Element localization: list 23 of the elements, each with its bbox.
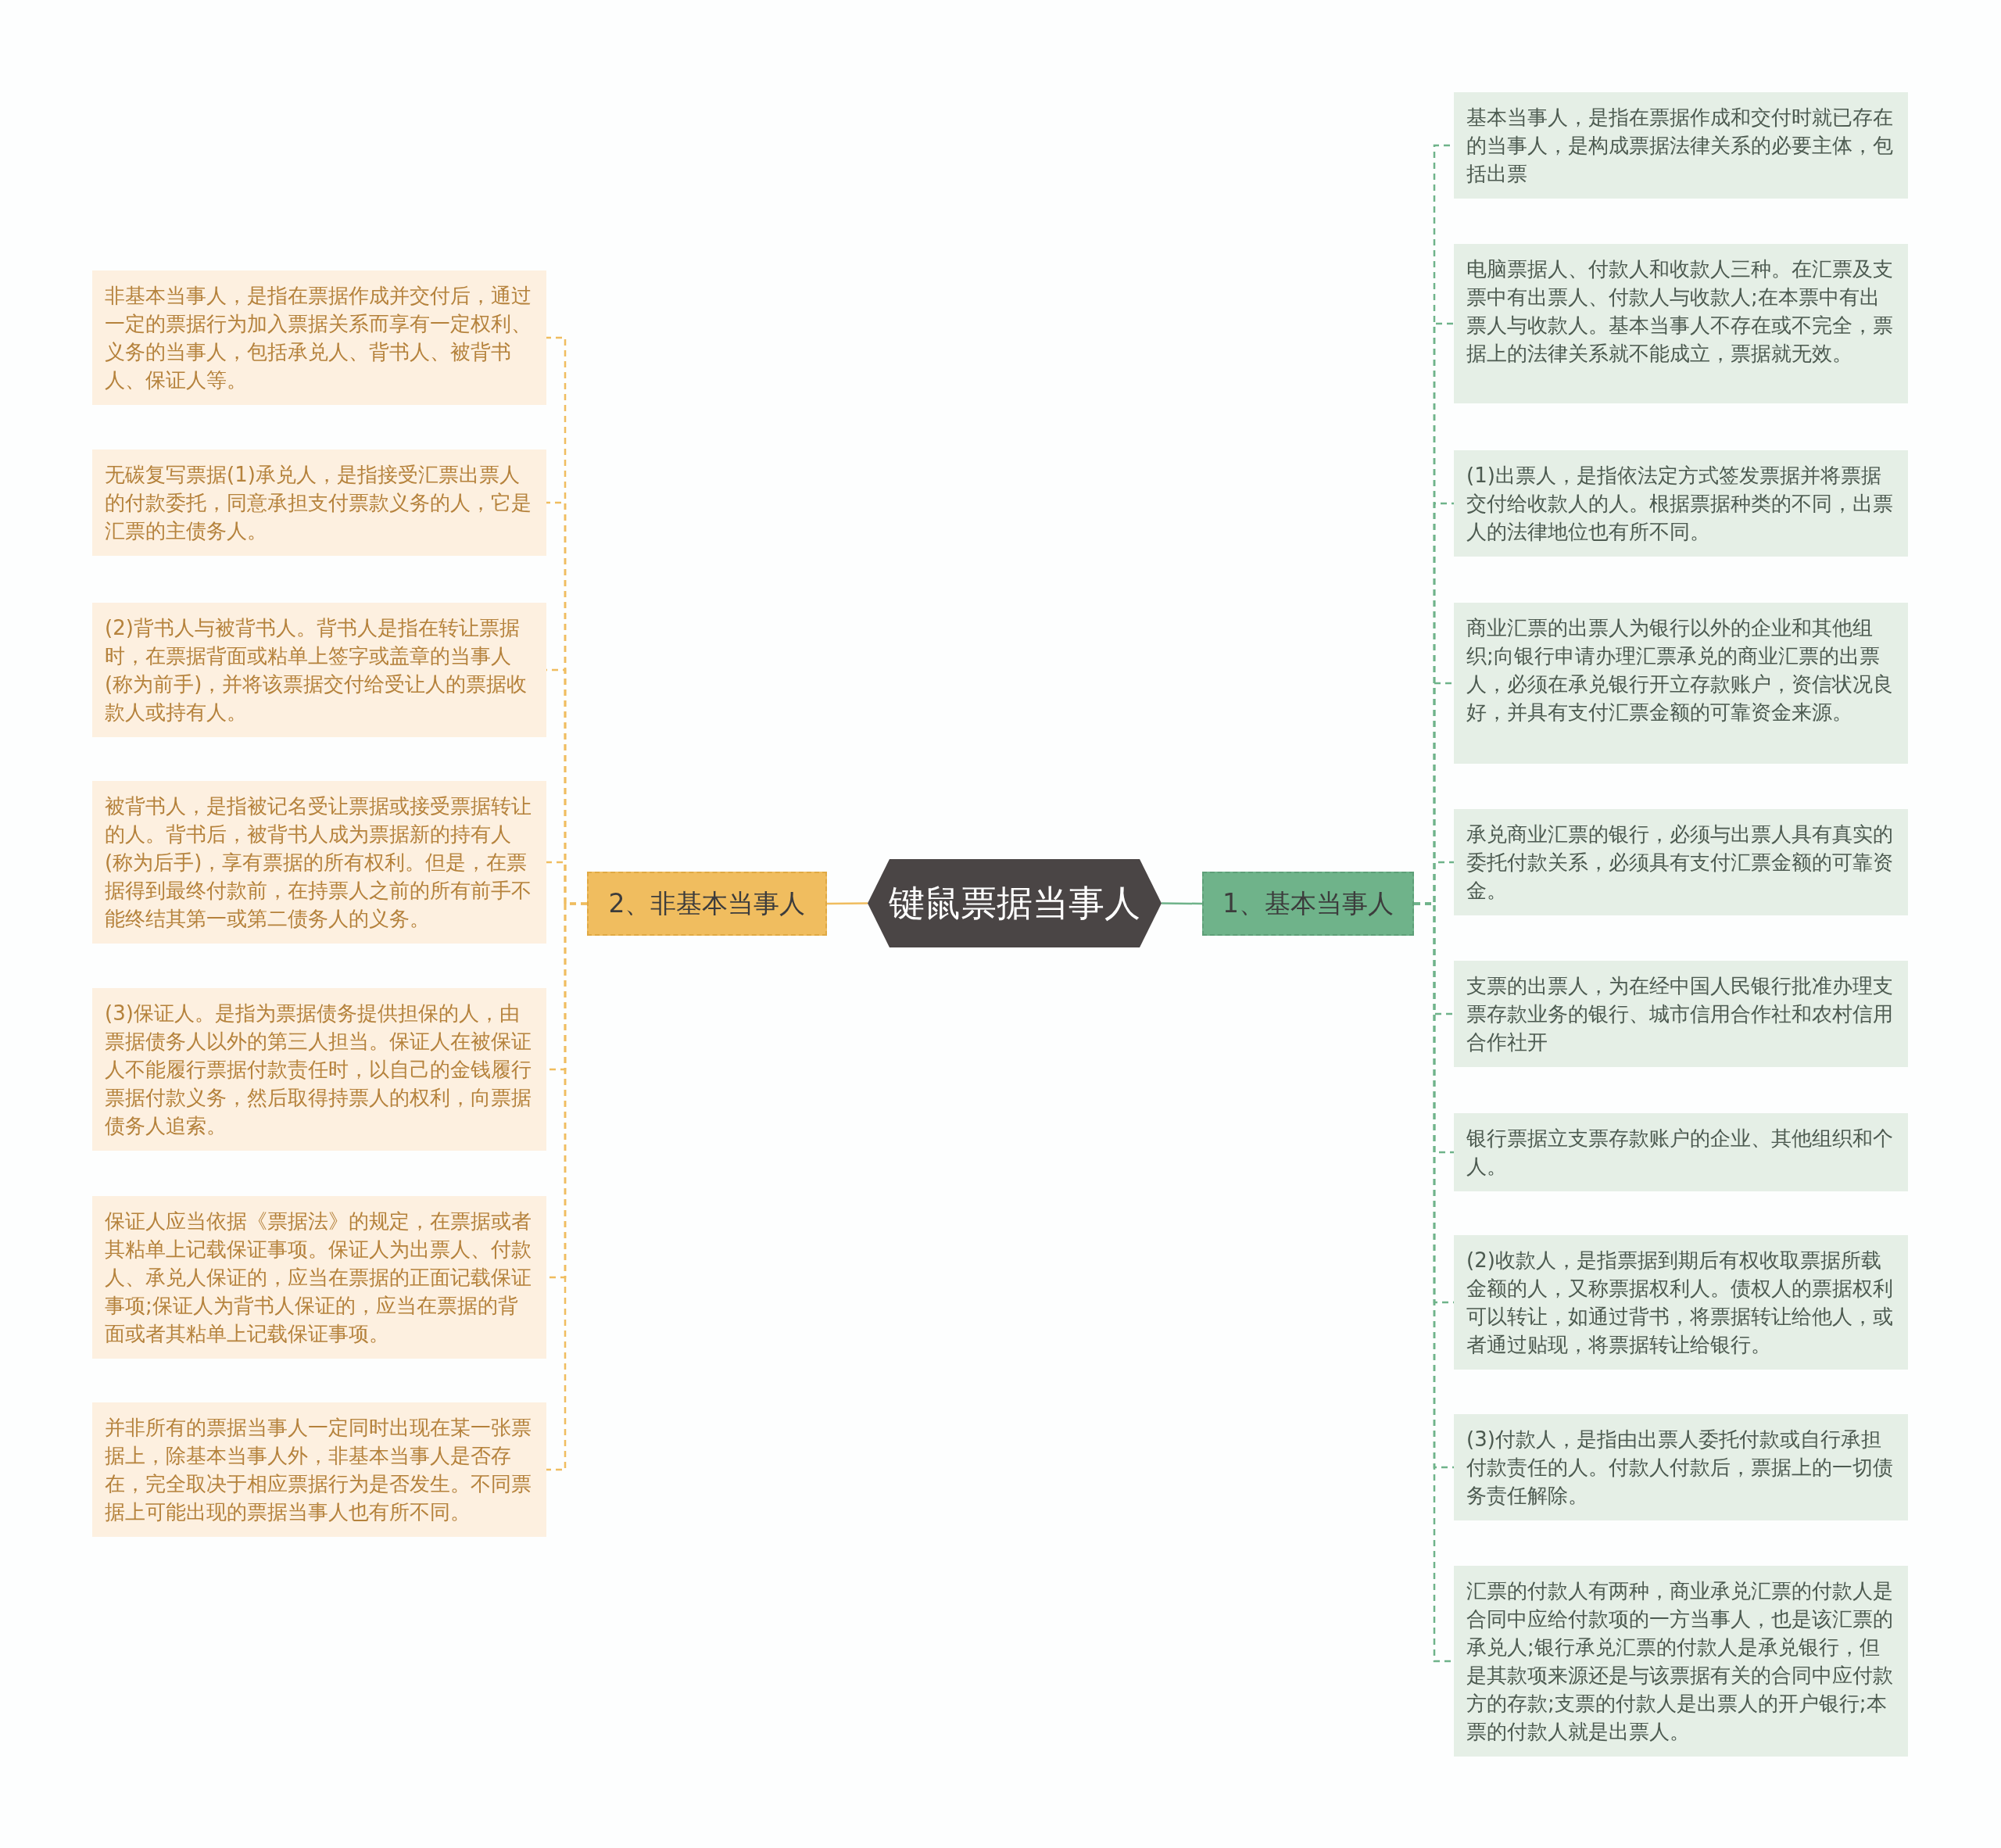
note-box: 被背书人，是指被记名受让票据或接受票据转让的人。背书后，被背书人成为票据新的持有人(称为后手)，享有票据的所有权利。但是，在票据得到最终付款前，在持票人之前的所有前手不能终结其第一或第二债务人的义务。 xyxy=(92,781,546,944)
note-box: 保证人应当依据《票据法》的规定，在票据或者其粘单上记载保证事项。保证人为出票人、付款人、承兑人保证的，应当在票据的正面记载保证事项;保证人为背书人保证的，应当在票据的背面或者其粘单上记载保证事项。 xyxy=(92,1196,546,1359)
note-box: 基本当事人，是指在票据作成和交付时就已存在的当事人，是构成票据法律关系的必要主体，包括出票 xyxy=(1454,92,1908,199)
note-box: 银行票据立支票存款账户的企业、其他组织和个人。 xyxy=(1454,1113,1908,1191)
branch-topic: 2、非基本当事人 xyxy=(587,872,827,936)
note-box: 无碳复写票据(1)承兑人，是指接受汇票出票人的付款委托，同意承担支付票款义务的人，它是汇票的主债务人。 xyxy=(92,449,546,556)
connector-line xyxy=(1162,902,1202,905)
note-box: 承兑商业汇票的银行，必须与出票人具有真实的委托付款关系，必须具有支付汇票金额的可靠资金。 xyxy=(1454,809,1908,915)
note-box: 支票的出票人，为在经中国人民银行批准办理支票存款业务的银行、城市信用合作社和农村信用合作社开 xyxy=(1454,961,1908,1067)
note-box: 商业汇票的出票人为银行以外的企业和其他组织;向银行申请办理汇票承兑的商业汇票的出票人，必须在承兑银行开立存款账户，资信状况良好，并具有支付汇票金额的可靠资金来源。 xyxy=(1454,603,1908,764)
connector-line xyxy=(546,902,587,1471)
connector-line xyxy=(827,902,868,905)
branch-topic: 1、基本当事人 xyxy=(1202,872,1414,936)
note-box: 并非所有的票据当事人一定同时出现在某一张票据上，除基本当事人外，非基本当事人是否存在，完全取决于相应票据行为是否发生。不同票据上可能出现的票据当事人也有所不同。 xyxy=(92,1402,546,1537)
note-box: (3)保证人。是指为票据债务提供担保的人，由票据债务人以外的第三人担当。保证人在被保证人不能履行票据付款责任时，以自己的金钱履行票据付款义务，然后取得持票人的权利，向票据债务人追索。 xyxy=(92,988,546,1151)
note-box: 电脑票据人、付款人和收款人三种。在汇票及支票中有出票人、付款人与收款人;在本票中有出票人与收款人。基本当事人不存在或不完全，票据上的法律关系就不能成立，票据就无效。 xyxy=(1454,244,1908,403)
note-box: 汇票的付款人有两种，商业承兑汇票的付款人是合同中应给付款项的一方当事人，也是该汇票的承兑人;银行承兑汇票的付款人是承兑银行，但是其款项来源还是与该票据有关的合同中应付款方的存款;支票的付款人是出票人的开户银行;本票的付款人就是出票人。 xyxy=(1454,1566,1908,1757)
central-topic: 键鼠票据当事人 xyxy=(868,859,1162,947)
note-box: (1)出票人，是指依法定方式签发票据并将票据交付给收款人的人。根据票据种类的不同，出票人的法律地位也有所不同。 xyxy=(1454,450,1908,557)
note-box: 非基本当事人，是指在票据作成并交付后，通过一定的票据行为加入票据关系而享有一定权利、义务的当事人，包括承兑人、背书人、被背书人、保证人等。 xyxy=(92,270,546,405)
note-box: (2)背书人与被背书人。背书人是指在转让票据时，在票据背面或粘单上签字或盖章的当事人(称为前手)，并将该票据交付给受让人的票据收款人或持有人。 xyxy=(92,603,546,737)
note-box: (3)付款人，是指由出票人委托付款或自行承担付款责任的人。付款人付款后，票据上的一切债务责任解除。 xyxy=(1454,1414,1908,1520)
note-box: (2)收款人，是指票据到期后有权收取票据所载金额的人，又称票据权利人。债权人的票据权利可以转让，如通过背书，将票据转让给他人，或者通过贴现，将票据转让给银行。 xyxy=(1454,1235,1908,1370)
